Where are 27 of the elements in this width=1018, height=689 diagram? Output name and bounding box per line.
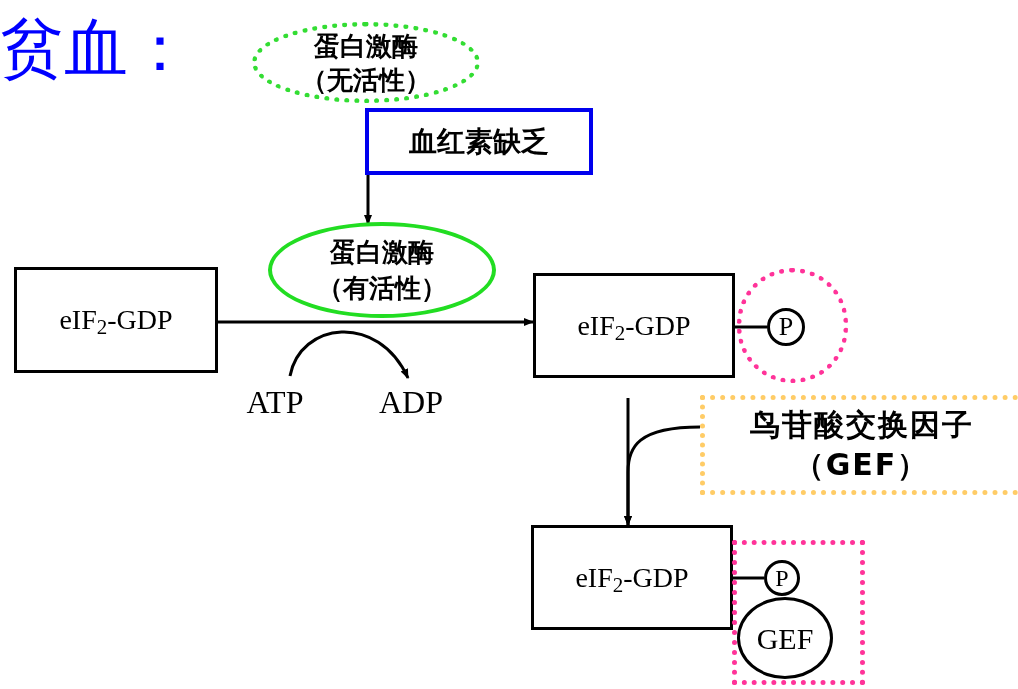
- process-box: [14, 267, 218, 373]
- node-text: P: [775, 566, 789, 590]
- arrow: [288, 330, 410, 379]
- node-text: ATP: [246, 383, 304, 422]
- node-text: （GEF）: [793, 446, 930, 484]
- node-text: P: [778, 314, 794, 340]
- node-text: ADP: [379, 383, 443, 422]
- node-text: （有活性）: [317, 272, 447, 305]
- process-box: [531, 525, 733, 630]
- title: 贫血：: [0, 10, 192, 87]
- node-text: 蛋白激酶: [314, 29, 418, 63]
- node-text: 血红素缺乏: [409, 123, 549, 160]
- process-box: [533, 273, 735, 378]
- process-box: [365, 108, 593, 175]
- dotted-box: [732, 540, 865, 685]
- arrow: [364, 175, 372, 225]
- node-text: eIF$_{2}$-GDP: [577, 308, 691, 347]
- arrow: [218, 318, 534, 326]
- node-text: 鸟苷酸交换因子: [749, 406, 974, 444]
- arrow: [624, 425, 701, 526]
- dotted-box: [700, 395, 1018, 495]
- node-text: （无活性）: [301, 63, 431, 97]
- node-text: GEF: [756, 620, 814, 657]
- node-text: eIF$_{2}$-GDP: [59, 303, 173, 341]
- dotted-ellipse: [252, 22, 480, 103]
- node-text: eIF$_{2}$-GDP: [575, 560, 689, 599]
- node-text: 蛋白激酶: [330, 236, 434, 269]
